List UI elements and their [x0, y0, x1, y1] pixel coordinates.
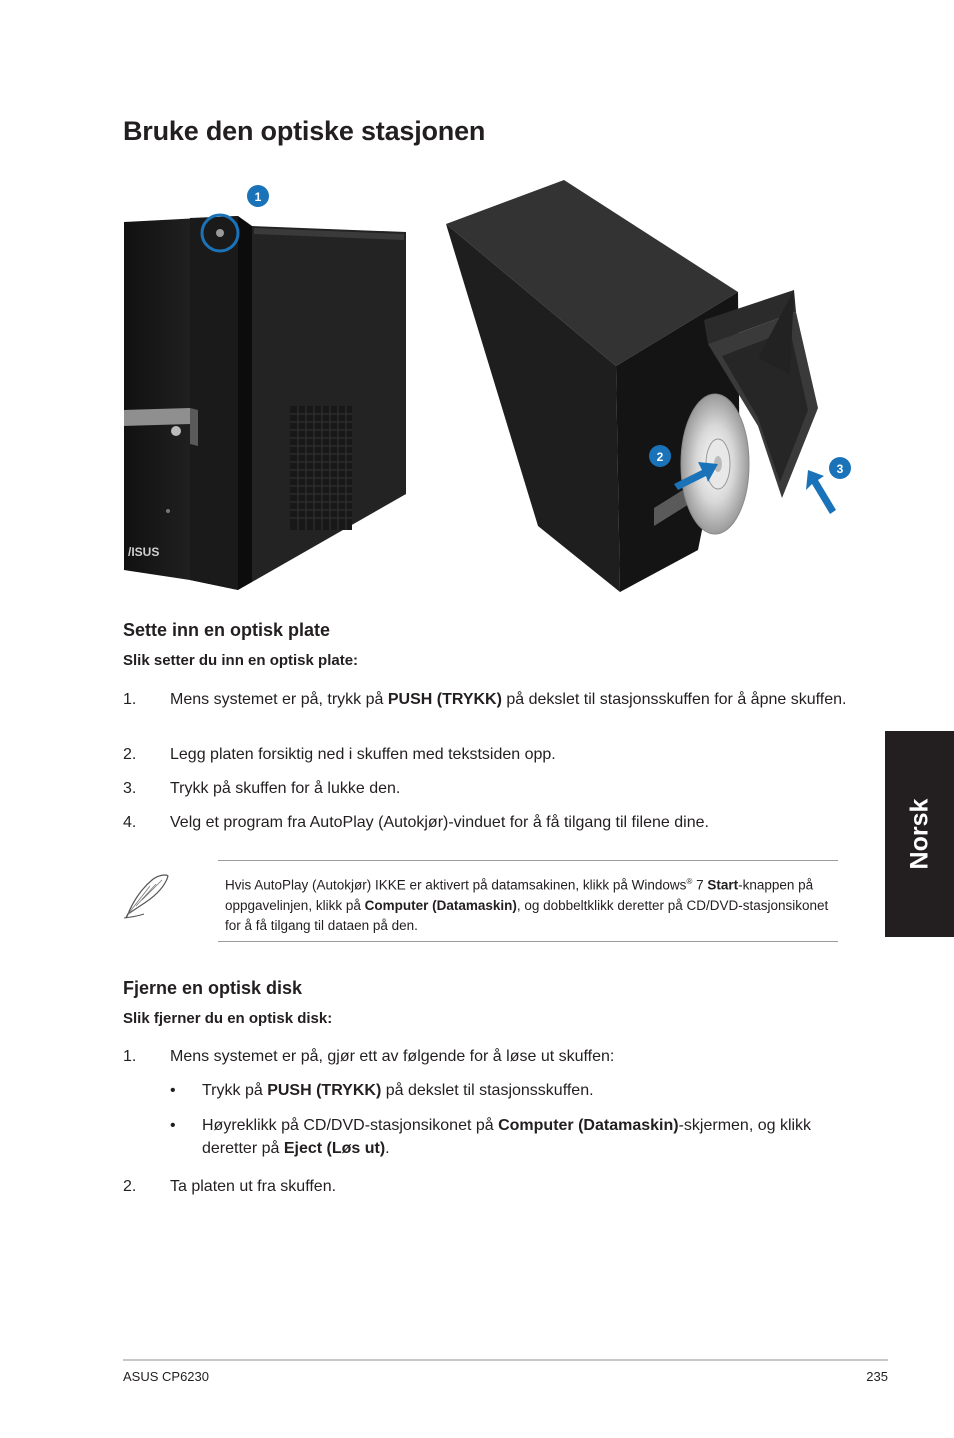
asus-logo: /ISUS [128, 545, 159, 559]
step-number: 4. [123, 814, 137, 831]
insert-section-heading: Sette inn en optisk plate [123, 620, 331, 640]
side-tab-label: Norsk [905, 798, 933, 870]
svg-text:2: 2 [657, 450, 664, 464]
footer-model: ASUS CP6230 [123, 1369, 209, 1384]
step-text: Legg platen forsiktig ned i skuffen med … [170, 746, 556, 763]
remove-lead: Slik fjerner du en optisk disk: [123, 1010, 333, 1027]
bullet-text: Høyreklikk på CD/DVD-stasjonsikonet på C… [202, 1117, 812, 1157]
vent-grid [290, 406, 352, 530]
push-disc-arrow [674, 462, 718, 490]
bullet-text: Trykk på PUSH (TRYKK) på dekslet til sta… [202, 1082, 594, 1099]
step-text: Ta platen ut fra skuffen. [170, 1178, 337, 1195]
tower-front-view: /ISUS 1 [124, 185, 406, 590]
step-number: 1. [123, 691, 137, 708]
svg-text:3: 3 [837, 462, 844, 476]
footer-rule [123, 1359, 888, 1361]
step-number: 2. [123, 1178, 137, 1195]
step-number: 2. [123, 746, 137, 763]
step-text: Mens systemet er på, gjør ett av følgend… [170, 1048, 615, 1065]
tower-angled-view: 2 3 [446, 180, 851, 592]
step-text: Trykk på skuffen for å lukke den. [170, 780, 401, 797]
note-box: Hvis AutoPlay (Autokjør) IKKE er aktiver… [218, 860, 838, 942]
step-number: 3. [123, 780, 137, 797]
page-number: 235 [866, 1369, 888, 1384]
step-number: 1. [123, 1048, 137, 1065]
bullet-dot: • [170, 1082, 176, 1099]
note-text: Hvis AutoPlay (Autokjør) IKKE er aktiver… [225, 877, 829, 933]
svg-text:1: 1 [255, 190, 262, 204]
pen-note-icon [123, 874, 169, 919]
language-side-tab: Norsk [885, 731, 954, 937]
remove-section-heading: Fjerne en optisk disk [123, 978, 303, 998]
callout-2 [649, 445, 671, 467]
close-tray-arrow [806, 470, 836, 514]
insert-lead: Slik setter du inn en optisk plate: [123, 652, 359, 669]
optical-drive-illustration: /ISUS 1 2 3 [124, 180, 851, 592]
bullet-dot: • [170, 1117, 176, 1134]
step-text: Mens systemet er på, trykk på PUSH (TRYK… [170, 691, 847, 708]
step-text: Velg et program fra AutoPlay (Autokjør)-… [170, 814, 709, 831]
callout-1 [247, 185, 269, 207]
callout-3 [829, 457, 851, 479]
page-title: Bruke den optiske stasjonen [123, 116, 486, 146]
